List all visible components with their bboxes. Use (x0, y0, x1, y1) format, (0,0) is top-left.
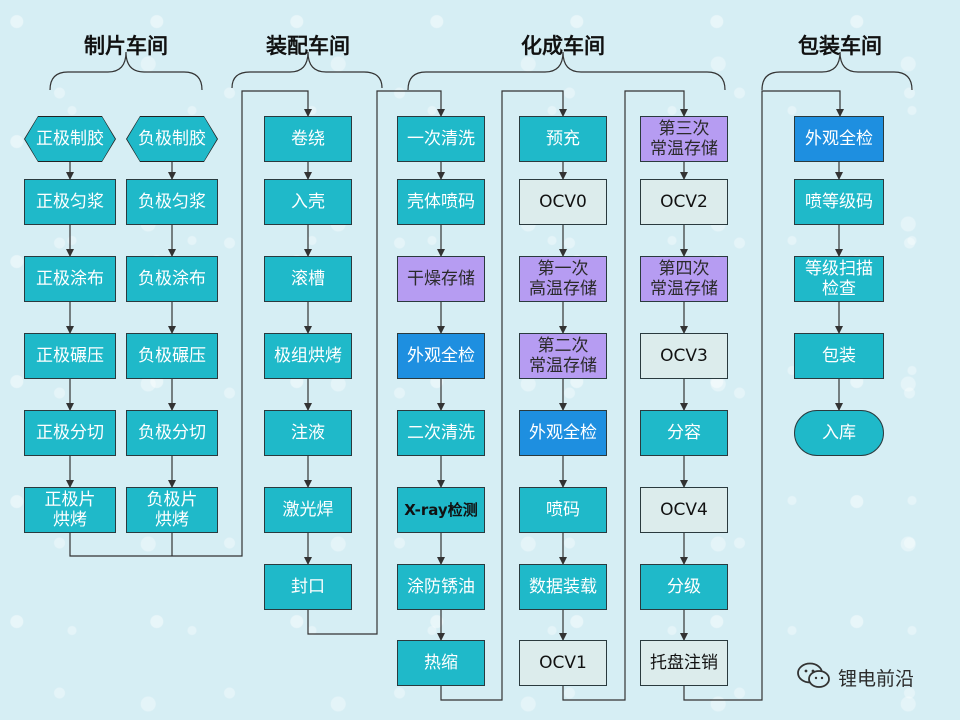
step-data-loading: 数据装载 (519, 564, 607, 610)
step-packing: 包装 (794, 333, 884, 379)
step-sealing: 封口 (264, 564, 352, 610)
step-casing: 入壳 (264, 179, 352, 225)
step-electrolyte-filling: 注液 (264, 410, 352, 456)
step-positive-coating: 正极涂布 (24, 256, 116, 302)
wechat-icon (797, 662, 830, 688)
step-capacity-grading: 分容 (640, 410, 728, 456)
step-high-temp-storage-1: 第一次 高温存储 (519, 256, 607, 302)
connector-electrode-to-assembly (69, 90, 312, 557)
step-negative-binder: 负极制胶 (126, 116, 218, 162)
workshop-title-electrode: 制片车间 (84, 34, 168, 58)
step-positive-rolling: 正极碾压 (24, 333, 116, 379)
step-positive-slitting: 正极分切 (24, 410, 116, 456)
step-core-baking: 极组烘烤 (264, 333, 352, 379)
step-warehousing: 入库 (794, 410, 884, 456)
step-tray-deregistration: 托盘注销 (640, 640, 728, 686)
step-ocv3: OCV3 (640, 333, 728, 379)
workshop-title-packaging: 包装车间 (798, 34, 882, 58)
connector-assembly-to-formation (307, 90, 445, 635)
step-grade-code-printing: 喷等级码 (794, 179, 884, 225)
step-ocv2: OCV2 (640, 179, 728, 225)
brace-assembly (231, 51, 383, 89)
step-grade-scan-check: 等级扫描 检查 (794, 256, 884, 302)
step-visual-inspection-2: 外观全检 (519, 410, 607, 456)
step-room-temp-storage-2: 第二次 常温存储 (519, 333, 607, 379)
step-positive-baking: 正极片 烘烤 (24, 487, 116, 533)
step-room-temp-storage-3: 第三次 常温存储 (640, 116, 728, 162)
connector-formation-to-packaging (683, 90, 844, 701)
step-positive-binder: 正极制胶 (24, 116, 116, 162)
step-room-temp-storage-4: 第四次 常温存储 (640, 256, 728, 302)
step-antirust-oiling: 涂防锈油 (397, 564, 485, 610)
step-visual-inspection-1: 外观全检 (397, 333, 485, 379)
step-negative-rolling: 负极碾压 (126, 333, 218, 379)
step-shell-coding: 壳体喷码 (397, 179, 485, 225)
step-winding: 卷绕 (264, 116, 352, 162)
step-xray-inspection: X-ray检测 (397, 487, 485, 533)
step-second-cleaning: 二次清洗 (397, 410, 485, 456)
step-negative-baking: 负极片 烘烤 (126, 487, 218, 533)
step-ocv0: OCV0 (519, 179, 607, 225)
step-grooving: 滚槽 (264, 256, 352, 302)
step-heat-shrink: 热缩 (397, 640, 485, 686)
brace-electrode (49, 51, 203, 91)
connector-formation-col1-to-col2 (440, 90, 567, 701)
step-positive-slurry: 正极匀浆 (24, 179, 116, 225)
step-laser-welding: 激光焊 (264, 487, 352, 533)
step-negative-slitting: 负极分切 (126, 410, 218, 456)
step-inkjet-coding: 喷码 (519, 487, 607, 533)
brace-formation (407, 51, 726, 91)
brace-packaging (761, 51, 913, 91)
step-dry-storage: 干燥存储 (397, 256, 485, 302)
connector-formation-col2-to-col3 (562, 90, 688, 701)
workshop-title-assembly: 装配车间 (266, 34, 350, 58)
step-ocv4: OCV4 (640, 487, 728, 533)
step-sorting: 分级 (640, 564, 728, 610)
step-negative-slurry: 负极匀浆 (126, 179, 218, 225)
step-precharge: 预充 (519, 116, 607, 162)
step-final-visual-inspection: 外观全检 (794, 116, 884, 162)
step-negative-coating: 负极涂布 (126, 256, 218, 302)
workshop-title-formation: 化成车间 (521, 34, 605, 58)
watermark-text: 锂电前沿 (838, 668, 915, 690)
step-ocv1: OCV1 (519, 640, 607, 686)
step-first-cleaning: 一次清洗 (397, 116, 485, 162)
